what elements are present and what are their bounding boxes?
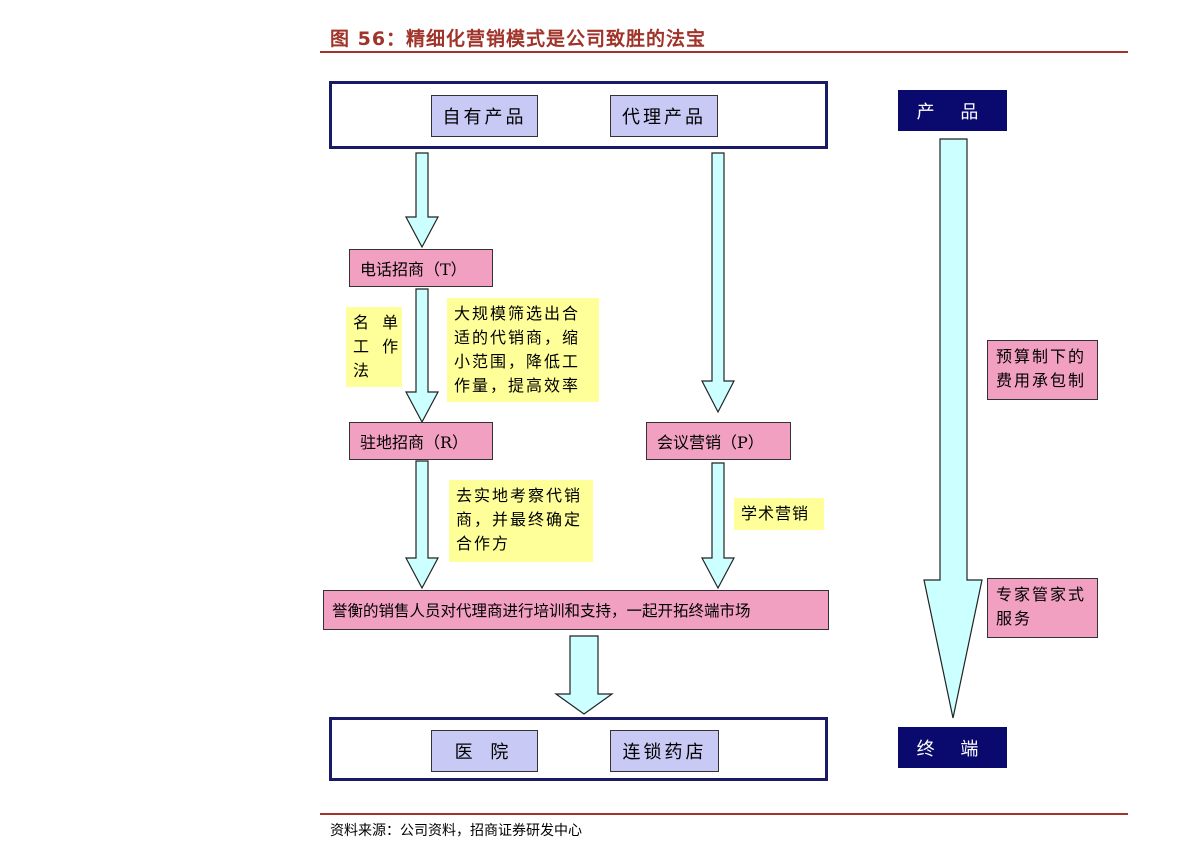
arrow-bar-to-terminals: [554, 635, 614, 715]
inspection-note: 去实地考察代销商，并最终确定合作方: [449, 480, 593, 562]
hospital-box: 医 院: [431, 730, 538, 772]
academic-note: 学术营销: [734, 498, 824, 530]
screening-note: 大规模筛选出合适的代销商，缩小范围，降低工作量，提高效率: [447, 298, 599, 402]
terminals-frame: [329, 717, 828, 781]
telephone-box: 电话招商（T）: [349, 249, 493, 287]
resident-box: 驻地招商（R）: [349, 422, 493, 460]
arrow-own-to-telephone: [405, 152, 439, 249]
arrow-telephone-to-resident: [405, 288, 439, 424]
own-product-box: 自有产品: [431, 95, 538, 137]
butler-box: 专家管家式服务: [987, 578, 1098, 638]
meeting-box: 会议营销（P）: [646, 422, 791, 460]
figure-title: 图 56：精细化营销模式是公司致胜的法宝: [330, 28, 707, 50]
title-rule: [320, 51, 1128, 53]
arrow-agent-to-meeting: [701, 152, 735, 414]
product-label: 产 品: [898, 90, 1007, 131]
arrow-meeting-to-bar: [701, 462, 735, 590]
arrow-product-to-terminal: [923, 138, 983, 719]
terminal-label: 终 端: [898, 727, 1007, 768]
products-frame: [329, 81, 828, 149]
agent-product-box: 代理产品: [610, 95, 718, 137]
list-method-note: 名 单 工 作 法: [346, 307, 402, 387]
footer-rule: [320, 813, 1128, 815]
pharmacy-box: 连锁药店: [610, 730, 719, 772]
budget-box: 预算制下的费用承包制: [987, 340, 1098, 400]
arrow-resident-to-bar: [405, 460, 439, 590]
support-bar: 誉衡的销售人员对代理商进行培训和支持，一起开拓终端市场: [323, 590, 829, 630]
source-note: 资料来源：公司资料，招商证券研发中心: [330, 823, 582, 839]
